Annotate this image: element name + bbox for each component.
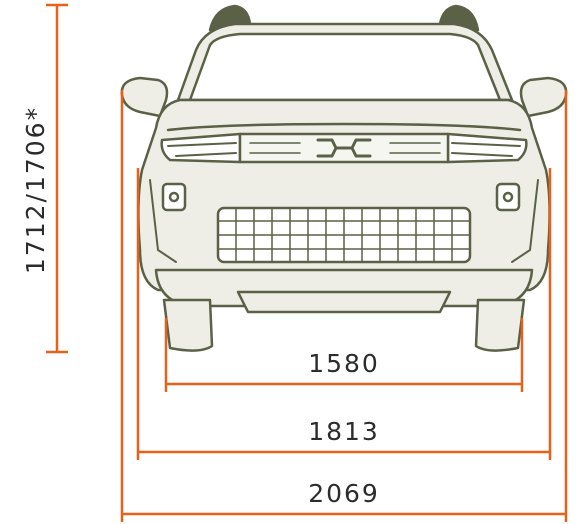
upper-grille-bars <box>249 142 441 154</box>
headlight-drl-right <box>451 142 521 157</box>
lower-grille-mesh <box>217 207 471 263</box>
height-label: 1712/1706* <box>21 106 50 274</box>
fog-light-right <box>495 182 521 212</box>
mirror-left <box>120 76 169 118</box>
wheel-right <box>474 298 526 352</box>
fog-light-left-lamp <box>168 191 180 203</box>
dimension-lines <box>46 3 568 522</box>
track-width-label: 1580 <box>308 349 380 378</box>
body-width-label: 1813 <box>308 417 380 446</box>
cladding-left <box>149 179 177 263</box>
height-dimension-line <box>46 3 68 354</box>
car-front-view <box>120 4 568 352</box>
windshield <box>188 32 502 102</box>
skid-plate <box>236 290 452 314</box>
wheel-left <box>162 298 214 352</box>
headlight-drl-left <box>167 142 237 157</box>
fog-light-right-lamp <box>502 191 514 203</box>
fog-light-left <box>161 182 187 212</box>
headlight-right <box>446 132 528 164</box>
hood-line <box>166 122 522 132</box>
mirror-width-label: 2069 <box>308 479 380 508</box>
mirror-right <box>519 76 568 118</box>
cladding-right <box>511 179 539 263</box>
brand-logo <box>316 138 372 158</box>
headlight-left <box>160 132 242 164</box>
